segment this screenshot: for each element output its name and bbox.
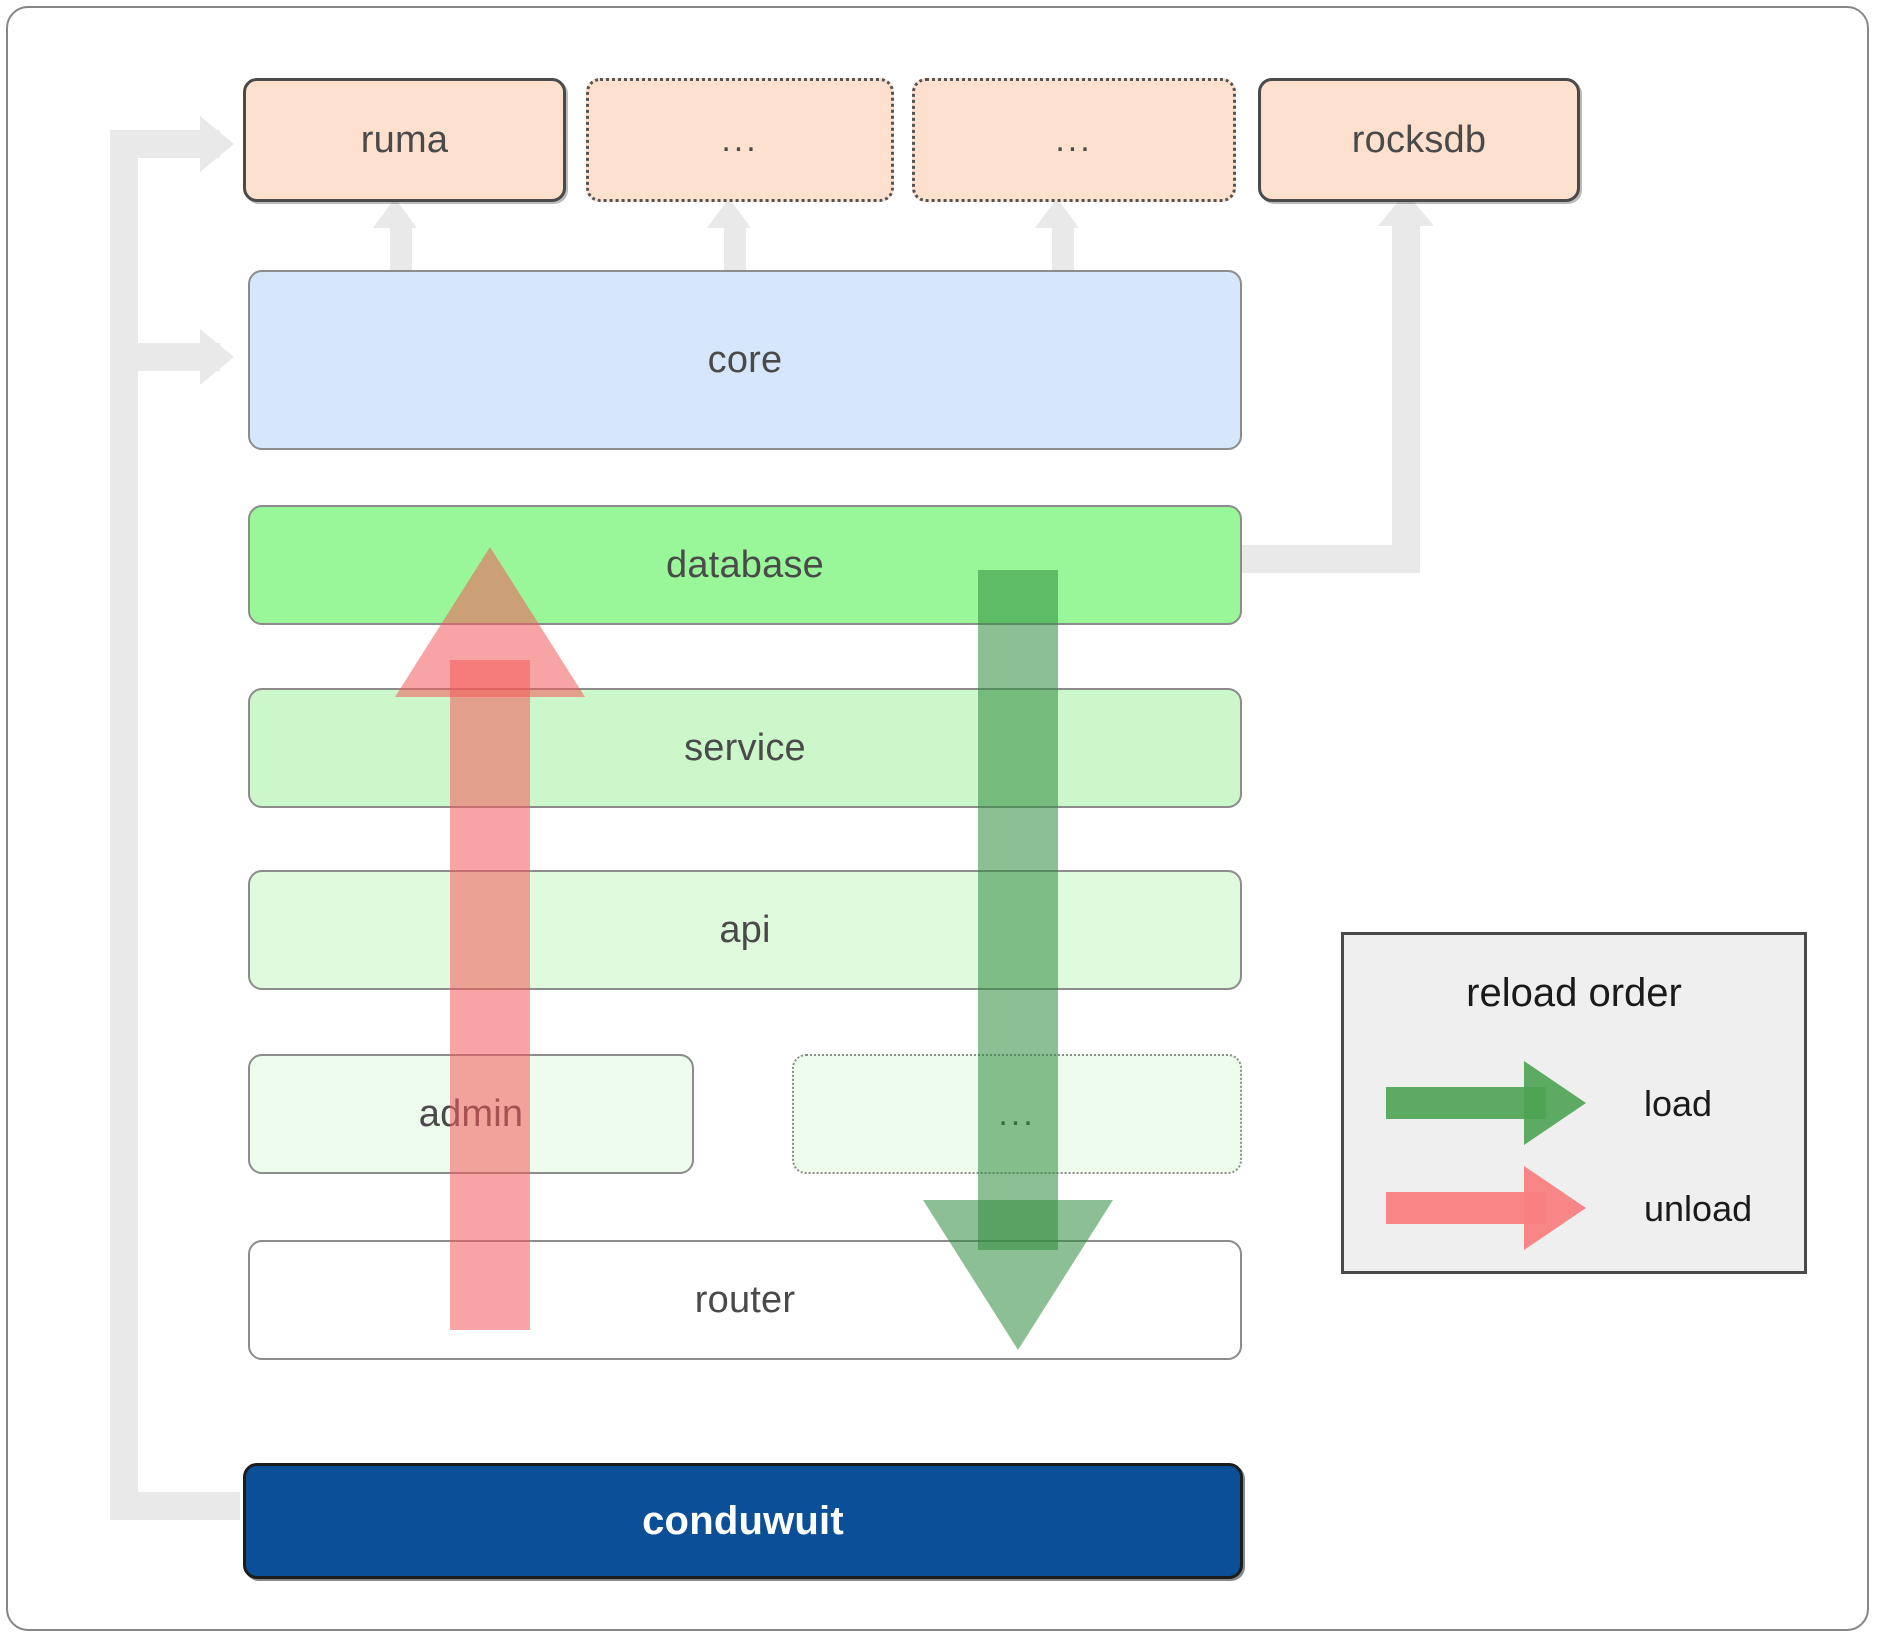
unload-arrow-head-icon	[395, 547, 585, 697]
layer-box-api[interactable]: api	[248, 870, 1242, 990]
connector-core-to-dots1-stem	[724, 225, 746, 275]
dependency-label: ...	[1055, 120, 1093, 159]
unload-arrow-shaft	[450, 660, 530, 1330]
connector-app-to-trunk	[110, 1492, 240, 1520]
legend-unload-arrow-icon	[1524, 1166, 1586, 1250]
dependency-box-rocksdb[interactable]: rocksdb	[1258, 78, 1580, 202]
layer-label: service	[684, 726, 806, 769]
layer-label: api	[719, 908, 771, 951]
legend-load-label: load	[1644, 1083, 1713, 1124]
connector-ruma-arrow-icon	[200, 116, 234, 172]
connector-app-trunk-vertical	[110, 130, 138, 1520]
dependency-label: ...	[721, 120, 759, 159]
connector-core-to-ruma-arrow-icon	[373, 198, 417, 228]
app-box-conduwuit[interactable]: conduwuit	[243, 1463, 1243, 1579]
dependency-box-ellipsis-2[interactable]: ...	[912, 78, 1236, 202]
connector-core-arrow-icon	[200, 329, 234, 385]
legend-title: reload order	[1466, 971, 1682, 1015]
connector-core-to-dots2-arrow-icon	[1035, 198, 1079, 228]
diagram-frame	[6, 6, 1869, 1631]
dependency-label: ruma	[360, 118, 449, 161]
legend-unload-shaft	[1386, 1192, 1546, 1224]
app-label: conduwuit	[642, 1498, 844, 1543]
layer-label: core	[707, 338, 783, 381]
load-arrow-shaft	[978, 570, 1058, 1250]
legend-load-shaft	[1386, 1087, 1546, 1119]
dependency-box-ellipsis-1[interactable]: ...	[586, 78, 894, 202]
legend-unload-label: unload	[1644, 1188, 1753, 1229]
connector-core-to-dots2-stem	[1052, 225, 1074, 275]
dependency-box-ruma[interactable]: ruma	[243, 78, 566, 202]
layer-box-core[interactable]: core	[248, 270, 1242, 450]
connector-db-to-rocksdb-horizontal	[1230, 545, 1420, 573]
layer-label: database	[666, 543, 824, 586]
load-arrow-head-icon	[923, 1200, 1113, 1350]
connector-db-to-rocksdb-vertical	[1392, 215, 1420, 565]
layer-label: router	[694, 1278, 796, 1321]
dependency-label: rocksdb	[1351, 118, 1487, 161]
layer-box-service[interactable]: service	[248, 688, 1242, 808]
legend-load-arrow-icon	[1524, 1061, 1586, 1145]
connector-core-to-ruma-stem	[390, 225, 412, 275]
connector-core-to-dots1-arrow-icon	[707, 198, 751, 228]
legend-panel: reload order load unload	[1341, 932, 1807, 1274]
